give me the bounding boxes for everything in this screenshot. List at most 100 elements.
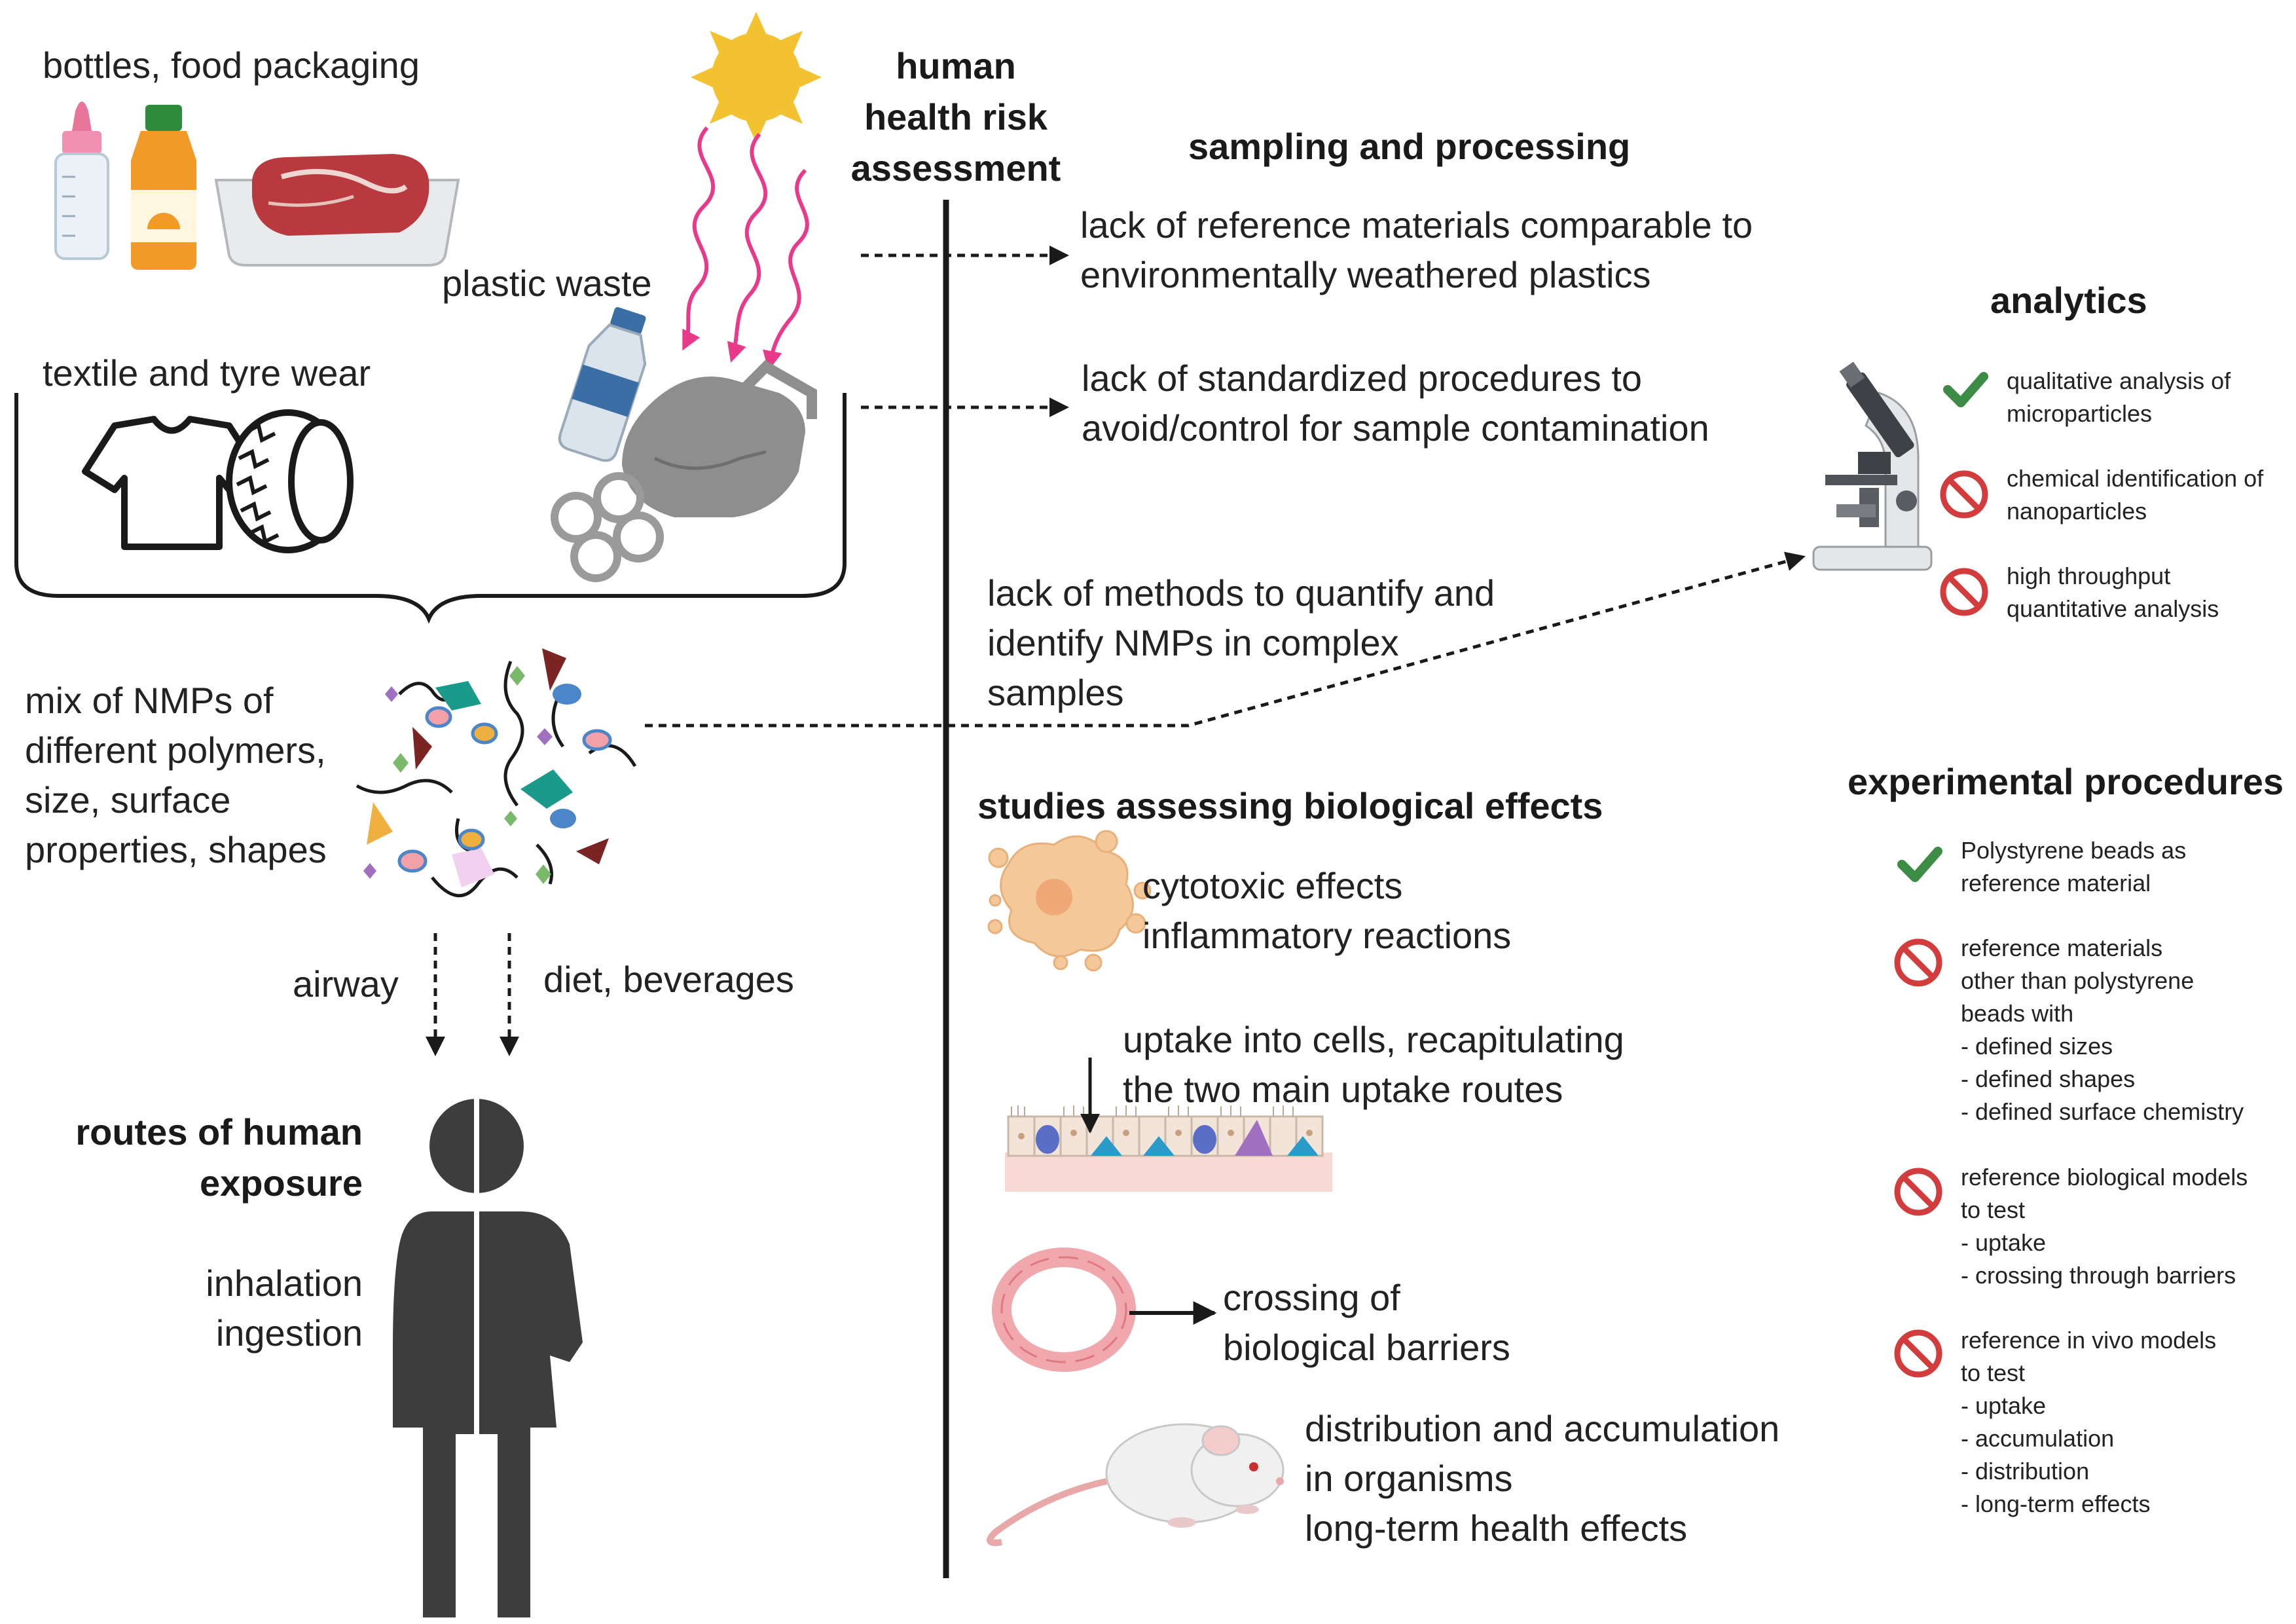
- studies-line: distribution and accumulation: [1305, 1408, 1780, 1449]
- uptake-description: uptake into cells, recapitulating the tw…: [1123, 1015, 1624, 1115]
- experimental-item-line: beads with: [1961, 1000, 2074, 1027]
- experimental-item: reference materials other than polystyre…: [1961, 932, 2244, 1128]
- experimental-item-line: other than polystyrene: [1961, 967, 2195, 994]
- bottles-label: bottles, food packaging: [43, 45, 420, 86]
- sun-icon: [691, 12, 822, 143]
- risk-assessment-title: human health risk assessment: [831, 41, 1080, 194]
- analytics-item-line: qualitative analysis of: [2007, 367, 2231, 394]
- analytics-item: qualitative analysis of microparticles: [2007, 365, 2231, 430]
- prohibited-icon: [1894, 1168, 1942, 1216]
- risk-title-line: health risk: [864, 96, 1048, 138]
- experimental-item-line: - long-term effects: [1961, 1490, 2151, 1517]
- analytics-item-line: quantitative analysis: [2007, 595, 2219, 622]
- studies-line: biological barriers: [1223, 1327, 1510, 1368]
- diet-label: diet, beverages: [543, 959, 794, 1000]
- check-icon: [1897, 847, 1942, 882]
- methods-line: identify NMPs in complex: [987, 622, 1399, 663]
- routes-title: routes of human exposure: [75, 1107, 363, 1209]
- textile-label: textile and tyre wear: [43, 352, 371, 394]
- experimental-item-line: - uptake: [1961, 1392, 2047, 1419]
- grouping-brace: [14, 393, 847, 624]
- experimental-item-line: reference biological models: [1961, 1164, 2248, 1190]
- analytics-item-line: high throughput: [2007, 563, 2171, 589]
- damaged-cell-icon: [987, 830, 1152, 972]
- check-icon: [1943, 372, 1988, 407]
- analytics-title: analytics: [1990, 280, 2147, 321]
- meat-package-icon: [214, 154, 460, 267]
- experimental-item: reference in vivo models to test - uptak…: [1961, 1324, 2216, 1521]
- juice-bottle-icon: [131, 105, 196, 270]
- nmp-particles-icon: [355, 648, 637, 898]
- experimental-item-line: - defined surface chemistry: [1961, 1098, 2244, 1125]
- experimental-item: reference biological models to test - up…: [1961, 1161, 2248, 1292]
- experimental-item-line: reference materials: [1961, 934, 2163, 961]
- sampling-item-line: environmentally weathered plastics: [1080, 254, 1651, 295]
- sampling-item-2: lack of standardized procedures to avoid…: [1082, 354, 1709, 453]
- risk-title-line: assessment: [850, 147, 1061, 189]
- routes-title-line: routes of human: [75, 1111, 363, 1153]
- analytics-item: high throughput quantitative analysis: [2007, 560, 2219, 625]
- experimental-item-line: - crossing through barriers: [1961, 1262, 2236, 1289]
- inhalation-label: inhalation: [206, 1263, 363, 1304]
- nmp-mix-line: mix of NMPs of: [25, 680, 274, 721]
- experimental-item-line: to test: [1961, 1359, 2026, 1386]
- experimental-item-line: reference material: [1961, 870, 2151, 896]
- sampling-item-1: lack of reference materials comparable t…: [1080, 200, 1753, 300]
- nmp-mix-line: different polymers,: [25, 729, 326, 771]
- studies-line: crossing of: [1223, 1277, 1400, 1318]
- sampling-title: sampling and processing: [1188, 126, 1631, 167]
- methods-arrow: [645, 551, 1806, 728]
- risk-title-line: human: [896, 45, 1016, 86]
- experimental-item-line: - defined sizes: [1961, 1033, 2113, 1060]
- nmp-mix-line: properties, shapes: [25, 829, 327, 870]
- prohibited-icon: [1894, 1329, 1942, 1378]
- studies-line: in organisms: [1305, 1458, 1513, 1499]
- experimental-item-line: - defined shapes: [1961, 1065, 2136, 1092]
- blood-vessel-icon: [992, 1247, 1136, 1372]
- distribution-description: distribution and accumulation in organis…: [1305, 1404, 1779, 1553]
- prohibited-icon: [1940, 568, 1988, 616]
- epithelium-icon: [1005, 1105, 1332, 1192]
- studies-title: studies assessing biological effects: [977, 785, 1603, 826]
- studies-line: long-term health effects: [1305, 1507, 1688, 1549]
- methods-description: lack of methods to quantify and identify…: [987, 568, 1495, 718]
- prohibited-icon: [1894, 938, 1942, 987]
- prohibited-icon: [1940, 470, 1988, 519]
- analytics-item-line: microparticles: [2007, 400, 2153, 427]
- experimental-item: Polystyrene beads as reference material: [1961, 834, 2186, 900]
- analytics-item-line: chemical identification of: [2007, 465, 2264, 492]
- nmp-mix-description: mix of NMPs of different polymers, size,…: [25, 676, 327, 875]
- airway-label: airway: [293, 963, 399, 1005]
- methods-line: lack of methods to quantify and: [987, 572, 1495, 614]
- experimental-title: experimental procedures: [1848, 761, 2284, 802]
- cytotoxic-description: cytotoxic effects inflammatory reactions: [1142, 861, 1511, 961]
- sampling-item-line: lack of standardized procedures to: [1082, 358, 1643, 399]
- sampling-item-line: lack of reference materials comparable t…: [1080, 204, 1753, 246]
- plastic-waste-icon: [551, 306, 817, 582]
- experimental-item-line: Polystyrene beads as: [1961, 837, 2187, 864]
- nmp-mix-line: size, surface: [25, 779, 231, 821]
- experimental-item-line: - accumulation: [1961, 1425, 2115, 1452]
- studies-line: uptake into cells, recapitulating: [1123, 1019, 1624, 1060]
- experimental-item-line: to test: [1961, 1196, 2026, 1223]
- baby-bottle-icon: [54, 101, 109, 260]
- routes-title-line: exposure: [200, 1162, 363, 1204]
- experimental-item-line: - distribution: [1961, 1458, 2090, 1485]
- crossing-description: crossing of biological barriers: [1223, 1273, 1510, 1373]
- analytics-item-line: nanoparticles: [2007, 498, 2147, 525]
- studies-line: inflammatory reactions: [1142, 915, 1512, 956]
- tyre-icon: [226, 409, 354, 553]
- uv-ray-icons: [682, 126, 809, 371]
- experimental-item-line: - uptake: [1961, 1229, 2047, 1256]
- mouse-icon: [987, 1423, 1285, 1546]
- tshirt-icon: [82, 416, 262, 550]
- methods-line: samples: [987, 672, 1124, 713]
- microscope-icon: [1812, 361, 1933, 571]
- sampling-item-line: avoid/control for sample contamination: [1082, 407, 1709, 449]
- analytics-item: chemical identification of nanoparticles: [2007, 462, 2263, 528]
- studies-line: the two main uptake routes: [1123, 1069, 1563, 1110]
- experimental-item-line: reference in vivo models: [1961, 1327, 2217, 1354]
- ingestion-label: ingestion: [215, 1312, 363, 1354]
- routes-list: inhalation ingestion: [206, 1259, 363, 1358]
